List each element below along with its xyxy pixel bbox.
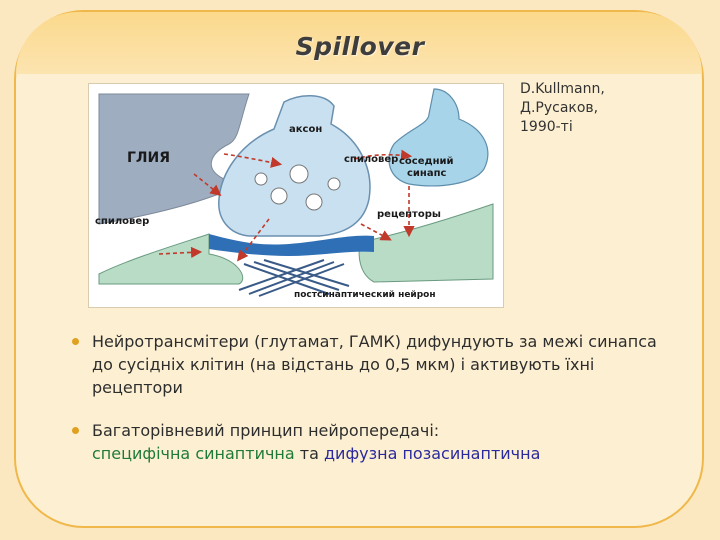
label-neighbor-2: синапс [407, 168, 447, 179]
synaptic-cleft [209, 234, 374, 256]
label-postsynaptic: постсинаптический нейрон [294, 290, 436, 300]
credit: D.Kullmann, Д.Русаков, 1990-ті [520, 80, 690, 137]
label-spillover-left: спиловер [95, 216, 149, 227]
bullet-2: Багаторівневий принцип нейропередачі: сп… [72, 419, 672, 465]
bullet-2-line2: специфічна синаптична та дифузна позасин… [92, 442, 672, 465]
bullet-dot [72, 338, 79, 345]
bullet-list: Нейротрансмітери (глутамат, ГАМК) дифунд… [72, 330, 672, 485]
label-glia: ГЛИЯ [127, 150, 170, 166]
bullet-2-prefix: Багаторівневий принцип нейропередачі: [92, 419, 672, 442]
specific-synaptic: специфічна синаптична [92, 444, 295, 463]
and-word: та [295, 444, 324, 463]
slide-title: Spillover [0, 32, 720, 61]
label-receptors: рецепторы [377, 209, 441, 220]
label-neighbor-1: соседний [399, 156, 454, 167]
diffuse-extrasynaptic: дифузна позасинаптична [324, 444, 540, 463]
diagram-svg: ГЛИЯ аксон спиловер соседний синапс реце… [89, 84, 503, 307]
credit-line-3: 1990-ті [520, 118, 690, 137]
label-spillover-right: спиловер [344, 154, 398, 165]
bullet-1: Нейротрансмітери (глутамат, ГАМК) дифунд… [72, 330, 672, 399]
credit-line-1: D.Kullmann, [520, 80, 690, 99]
bullet-dot [72, 427, 79, 434]
spillover-diagram: ГЛИЯ аксон спиловер соседний синапс реце… [88, 83, 504, 308]
bullet-1-text: Нейротрансмітери (глутамат, ГАМК) дифунд… [92, 332, 657, 397]
label-axon: аксон [289, 124, 322, 135]
credit-line-2: Д.Русаков, [520, 99, 690, 118]
